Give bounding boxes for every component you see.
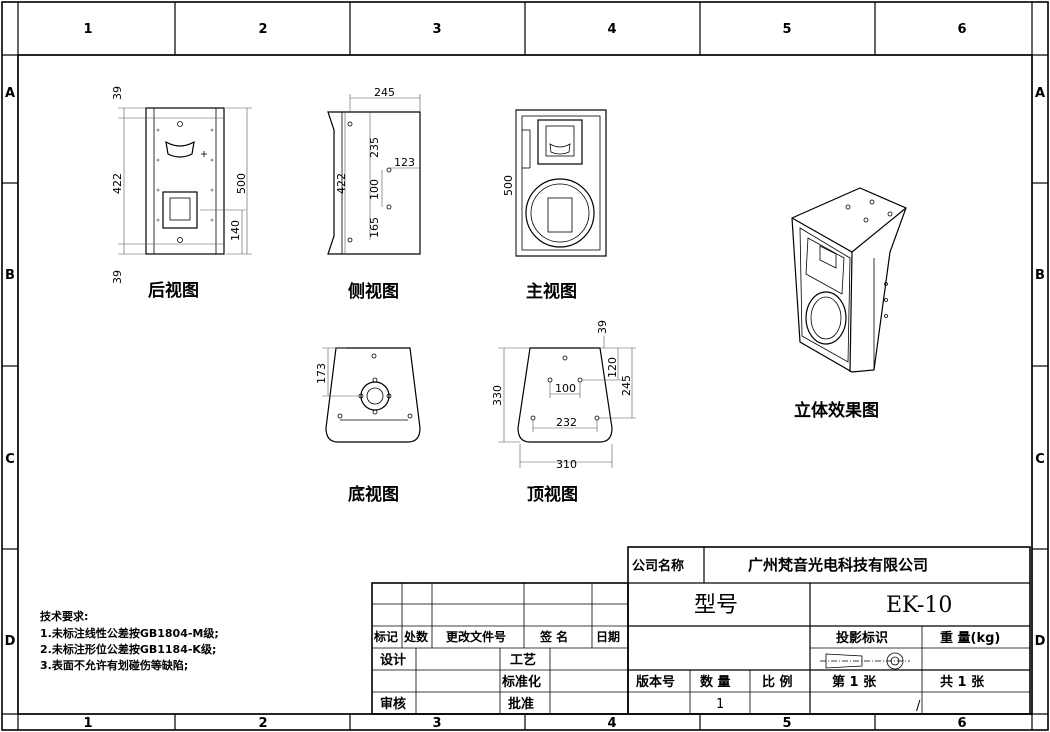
title-block: 公司名称 广州梵音光电科技有限公司 型号 EK-10 标记 处数 更改文件号 签… <box>371 546 1031 715</box>
scale-label: 比 例 <box>762 674 793 690</box>
version-label: 版本号 <box>636 674 675 690</box>
rev-header-count: 处数 <box>403 629 429 644</box>
zone-col-1-bottom: 1 <box>83 716 92 731</box>
rev-header-doc: 更改文件号 <box>446 629 506 644</box>
zone-row-d: D <box>5 634 16 649</box>
zone-col-6: 6 <box>957 22 966 37</box>
quantity-value: 1 <box>716 697 724 712</box>
rev-header-mark: 标记 <box>373 629 398 644</box>
zone-col-6-bottom: 6 <box>957 716 966 731</box>
dim-top-spacing: 100 <box>555 382 576 395</box>
dim-top-depth-b: 245 <box>620 375 633 396</box>
dim-bottom-depth: 173 <box>315 363 328 384</box>
dim-side-spacing: 100 <box>368 179 381 200</box>
projection-symbol-icon <box>820 652 910 670</box>
dim-side-inset: 123 <box>394 156 415 169</box>
rev-header-sign: 签 名 <box>539 629 568 644</box>
woofer-circle <box>525 178 595 248</box>
tech-notes: 技术要求: 1.未标注线性公差按GB1804-M级; 2.未标注形位公差按GB1… <box>40 609 219 672</box>
review-label: 审核 <box>380 696 406 712</box>
dim-rear-mid: 422 <box>111 173 124 194</box>
side-view: 245 235 123 422 100 165 侧视图 <box>327 86 421 302</box>
side-view-label: 侧视图 <box>348 281 399 302</box>
zone-col-5: 5 <box>782 22 791 37</box>
dim-side-lower: 165 <box>368 217 381 238</box>
terminal-plate <box>162 191 198 229</box>
zone-row-c: C <box>5 452 15 467</box>
model-number: EK-10 <box>886 593 952 618</box>
approve-label: 批准 <box>508 696 534 712</box>
company-name: 广州梵音光电科技有限公司 <box>748 556 928 574</box>
zone-row-a-right: A <box>1035 86 1045 101</box>
tech-note-3: 3.表面不允许有划碰伤等缺陷; <box>40 658 188 672</box>
dim-side-depth: 245 <box>374 86 395 99</box>
tech-note-1: 1.未标注线性公差按GB1804-M级; <box>40 626 219 640</box>
quantity-label: 数 量 <box>700 674 731 690</box>
bottom-view-label: 底视图 <box>348 484 399 505</box>
zone-col-4-bottom: 4 <box>607 716 616 731</box>
zone-row-d-right: D <box>1035 634 1046 649</box>
sheet-number: 第 1 张 <box>832 674 877 690</box>
tech-note-2: 2.未标注形位公差按GB1184-K级; <box>40 642 216 656</box>
dim-top-depth-a: 120 <box>606 357 619 378</box>
zone-row-a: A <box>5 86 15 101</box>
zone-col-1: 1 <box>83 22 92 37</box>
dim-side-mid: 422 <box>335 173 348 194</box>
top-view: 39 120 245 330 100 232 310 顶视图 <box>491 320 636 505</box>
dim-top-width-inner: 232 <box>556 416 577 429</box>
rear-view-label: 后视图 <box>148 280 199 301</box>
dim-rear-top: 39 <box>111 86 124 100</box>
isometric-view: 立体效果图 <box>791 187 907 421</box>
isometric-view-label: 立体效果图 <box>794 400 879 421</box>
dim-front-height: 500 <box>502 175 515 196</box>
projection-label: 投影标识 <box>836 630 888 646</box>
bottom-view: 173 底视图 <box>315 347 421 505</box>
dim-top-width: 310 <box>556 458 577 471</box>
dim-rear-height: 500 <box>235 173 248 194</box>
rear-view: 39 422 39 500 140 后视图 <box>111 86 252 301</box>
weight-label: 重 量(kg) <box>940 630 1000 646</box>
zone-row-b-right: B <box>1035 268 1045 283</box>
model-label: 型号 <box>694 593 738 618</box>
company-label: 公司名称 <box>632 558 684 574</box>
zone-row-b: B <box>5 268 15 283</box>
front-view-label: 主视图 <box>526 281 577 302</box>
zone-col-2-bottom: 2 <box>258 716 267 731</box>
zone-row-c-right: C <box>1035 452 1045 467</box>
zone-col-4: 4 <box>607 22 616 37</box>
dim-top-depth-total: 330 <box>491 385 504 406</box>
rev-header-date: 日期 <box>596 629 620 644</box>
design-label: 设计 <box>380 652 406 668</box>
top-view-label: 顶视图 <box>527 484 578 505</box>
sheet-total: 共 1 张 <box>940 674 985 690</box>
front-view: 500 主视图 <box>502 109 607 302</box>
standard-label: 标准化 <box>501 674 541 690</box>
dim-rear-bottom: 39 <box>111 270 124 284</box>
zone-col-3-bottom: 3 <box>432 716 441 731</box>
handle-icon <box>165 140 195 158</box>
dim-top-edge: 39 <box>596 320 609 334</box>
process-label: 工艺 <box>510 652 536 668</box>
dim-side-upper: 235 <box>368 137 381 158</box>
zone-col-5-bottom: 5 <box>782 716 791 731</box>
zone-col-3: 3 <box>432 22 441 37</box>
dim-rear-handle: 140 <box>229 220 242 241</box>
zone-col-2: 2 <box>258 22 267 37</box>
slash-mark: / <box>916 699 921 714</box>
tech-notes-title: 技术要求: <box>40 609 88 623</box>
